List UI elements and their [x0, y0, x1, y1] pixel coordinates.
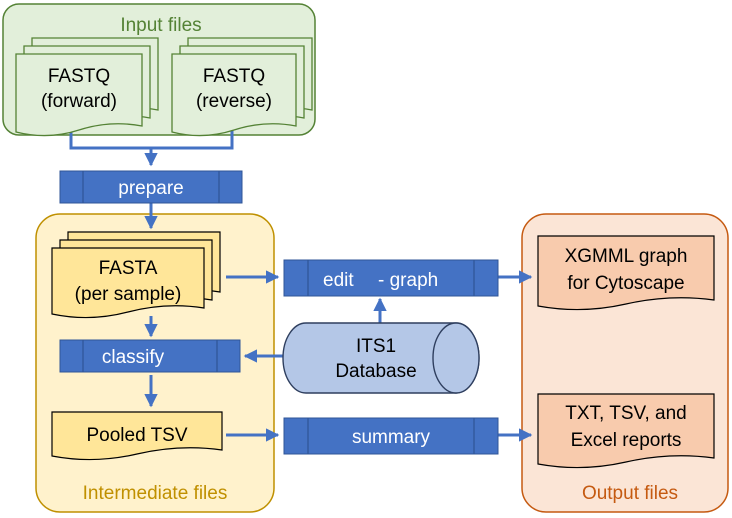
prepare-label: prepare: [118, 178, 184, 199]
summary-label: summary: [352, 427, 431, 448]
reports-line2: Excel reports: [571, 430, 682, 451]
fastq-forward-line2: (forward): [41, 91, 117, 112]
reports-line1: TXT, TSV, and: [565, 403, 686, 424]
edit-graph-label-right: - graph: [378, 270, 438, 291]
fastq-reverse-line2: (reverse): [196, 91, 272, 112]
arrow-reverse-to-prepare: [151, 128, 234, 150]
xgmml-file: XGMML graph for Cytoscape: [537, 235, 715, 311]
output-files-title: Output files: [582, 483, 678, 504]
fastq-forward-file: FASTQ (forward): [15, 37, 159, 137]
input-files-title: Input files: [120, 15, 201, 36]
edit-graph-process: edit - graph: [283, 259, 499, 297]
fastq-reverse-file: FASTQ (reverse): [171, 37, 313, 137]
fastq-forward-line1: FASTQ: [48, 66, 110, 87]
pooled-tsv-file: Pooled TSV: [51, 411, 223, 461]
arrow-forward-to-prepare: [69, 128, 158, 167]
prepare-process: prepare: [59, 170, 243, 204]
reports-file: TXT, TSV, and Excel reports: [537, 393, 715, 469]
classify-label: classify: [102, 347, 165, 368]
arrows: [69, 128, 533, 442]
database-line2: Database: [335, 361, 416, 382]
classify-process: classify: [59, 339, 241, 373]
intermediate-files-title: Intermediate files: [83, 483, 228, 504]
fasta-line1: FASTA: [99, 258, 158, 279]
summary-process: summary: [283, 417, 499, 455]
pooled-tsv-label: Pooled TSV: [86, 425, 187, 446]
database-line1: ITS1: [356, 336, 396, 357]
fasta-file: FASTA (per sample): [51, 231, 221, 319]
edit-graph-label-left: edit: [323, 270, 354, 291]
fasta-line2: (per sample): [75, 284, 182, 305]
xgmml-line1: XGMML graph: [565, 246, 688, 267]
fastq-reverse-line1: FASTQ: [203, 66, 265, 87]
its1-database: ITS1 Database: [282, 322, 480, 394]
xgmml-line2: for Cytoscape: [567, 273, 684, 294]
